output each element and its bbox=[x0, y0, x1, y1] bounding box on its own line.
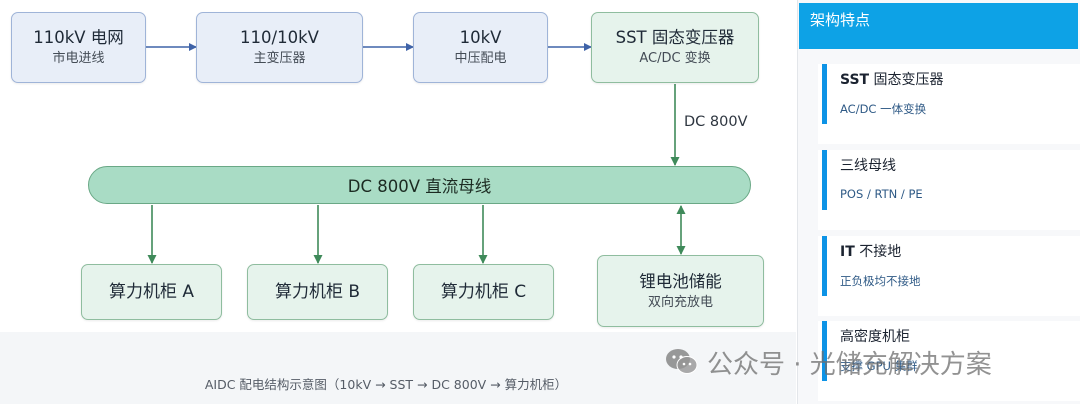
node-title: 算力机柜 B bbox=[274, 281, 361, 302]
feature-card-high-density: 高密度机柜 支撑 GPU 集群 bbox=[818, 321, 1080, 401]
node-title: 110kV 电网 bbox=[33, 28, 124, 47]
card-accent-bar bbox=[822, 236, 827, 296]
node-title: 10kV bbox=[459, 28, 502, 47]
node-subtitle: 双向充放电 bbox=[647, 294, 713, 310]
feature-card-three-wire-bus: 三线母线 POS / RTN / PE bbox=[818, 150, 1080, 230]
card-title-bold: SST bbox=[840, 72, 870, 88]
card-accent-bar bbox=[822, 150, 827, 210]
card-title: 三线母线 bbox=[840, 155, 896, 175]
node-cabinet-c: 算力机柜 C bbox=[413, 264, 554, 320]
connector-layer bbox=[146, 43, 686, 264]
panel-header: 架构特点 bbox=[799, 3, 1078, 49]
diagram-caption: AIDC 配电结构示意图（10kV → SST → DC 800V → 算力机柜… bbox=[204, 377, 568, 392]
card-title-text: 三线母线 bbox=[840, 158, 896, 174]
card-title: IT 不接地 bbox=[840, 241, 901, 261]
feature-card-sst: SST 固态变压器 AC/DC 一体变换 bbox=[818, 64, 1080, 144]
node-mv-distribution: 10kV 中压配电 bbox=[413, 12, 548, 83]
node-battery-storage: 锂电池储能 双向充放电 bbox=[597, 255, 764, 327]
node-title: 锂电池储能 bbox=[639, 271, 722, 291]
node-cabinet-b: 算力机柜 B bbox=[247, 264, 388, 320]
card-subtitle: 支撑 GPU 集群 bbox=[840, 359, 918, 373]
wechat-icon bbox=[666, 349, 698, 374]
node-110kv-grid: 110kV 电网 市电进线 bbox=[11, 12, 146, 83]
feature-card-it-ungrounded: IT 不接地 正负极均不接地 bbox=[818, 236, 1080, 316]
node-title: SST 固态变压器 bbox=[615, 28, 735, 47]
node-subtitle: 中压配电 bbox=[454, 51, 507, 66]
card-title-text: 高密度机柜 bbox=[840, 329, 910, 345]
node-title: 算力机柜 A bbox=[108, 281, 195, 302]
watermark-text: 公众号 · 光储充解决方案 bbox=[707, 349, 992, 380]
card-subtitle: 正负极均不接地 bbox=[840, 274, 921, 288]
card-title: 高密度机柜 bbox=[840, 326, 910, 346]
card-title-text: 固态变压器 bbox=[869, 72, 944, 88]
card-title-bold: IT bbox=[840, 244, 855, 260]
node-title: 110/10kV bbox=[240, 28, 319, 47]
node-subtitle: AC/DC 变换 bbox=[639, 51, 711, 66]
node-sst: SST 固态变压器 AC/DC 变换 bbox=[591, 12, 759, 83]
card-accent-bar bbox=[822, 64, 827, 124]
card-subtitle: POS / RTN / PE bbox=[840, 187, 923, 201]
watermark: 公众号 · 光储充解决方案 bbox=[665, 342, 992, 382]
dc-voltage-label: DC 800V bbox=[684, 114, 748, 130]
card-accent-bar bbox=[822, 321, 827, 381]
node-main-transformer: 110/10kV 主变压器 bbox=[196, 12, 363, 83]
dc-bus: DC 800V 直流母线 bbox=[88, 166, 751, 204]
node-subtitle: 市电进线 bbox=[52, 51, 105, 66]
card-title: SST 固态变压器 bbox=[840, 69, 944, 89]
caption-area bbox=[0, 332, 796, 404]
node-cabinet-a: 算力机柜 A bbox=[81, 264, 222, 320]
node-subtitle: 主变压器 bbox=[253, 51, 306, 66]
node-title: 算力机柜 C bbox=[440, 281, 527, 302]
card-title-text: 不接地 bbox=[854, 244, 902, 260]
card-subtitle: AC/DC 一体变换 bbox=[840, 102, 927, 116]
